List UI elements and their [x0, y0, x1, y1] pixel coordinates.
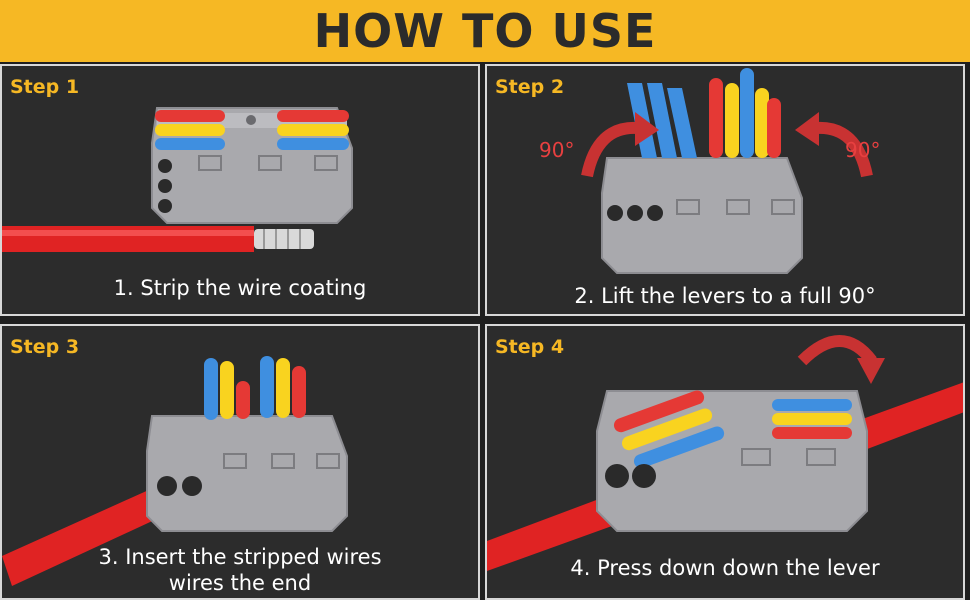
rotate-right-arrow-icon: [816, 121, 873, 178]
angle-right-label: 90°: [845, 138, 881, 162]
page-title: HOW TO USE: [313, 4, 657, 58]
wire-right: [857, 382, 963, 451]
step-1-caption: 1. Strip the wire coating: [113, 276, 367, 300]
connector-inserting: [146, 356, 348, 532]
connector-closed: [151, 107, 353, 224]
step-4-panel: Step 4 4. Press down down the lever: [485, 324, 965, 600]
step-4-caption: 4. Press down down the lever: [570, 556, 880, 580]
step-1-panel: Step 1 1. Strip the wire coating: [0, 64, 480, 316]
step-3-illustration: [2, 356, 348, 586]
connector-closed-wired: [596, 390, 868, 532]
step-2-panel: Step 2 90° 90° 2. Lift the levers to a f…: [485, 64, 965, 316]
step-3-caption: 3. Insert the stripped wires wires the e…: [2, 544, 478, 596]
step-3-label: Step 3: [10, 336, 80, 358]
stripped-wire: [2, 226, 314, 252]
step-3-panel: Step 3 3. Insert the stripped wires wire…: [0, 324, 480, 600]
step-2-illustration: [581, 68, 873, 274]
step-3-caption-line1: 3. Insert the stripped wires: [98, 545, 382, 569]
connector-levers-up: [601, 68, 803, 274]
step-4-label: Step 4: [495, 336, 565, 358]
step-2-label: Step 2: [495, 76, 565, 98]
angle-left-label: 90°: [539, 138, 575, 162]
press-down-arrow-icon: [797, 335, 877, 366]
wire-left: [487, 496, 612, 571]
rotate-left-arrow-icon: [581, 121, 638, 178]
step-2-caption: 2. Lift the levers to a full 90°: [574, 284, 876, 308]
step-1-illustration: [2, 107, 353, 252]
header-bar: HOW TO USE: [0, 0, 970, 62]
step-3-caption-line2: wires the end: [168, 571, 312, 595]
step-1-label: Step 1: [10, 76, 80, 98]
step-4-illustration: [487, 335, 963, 571]
